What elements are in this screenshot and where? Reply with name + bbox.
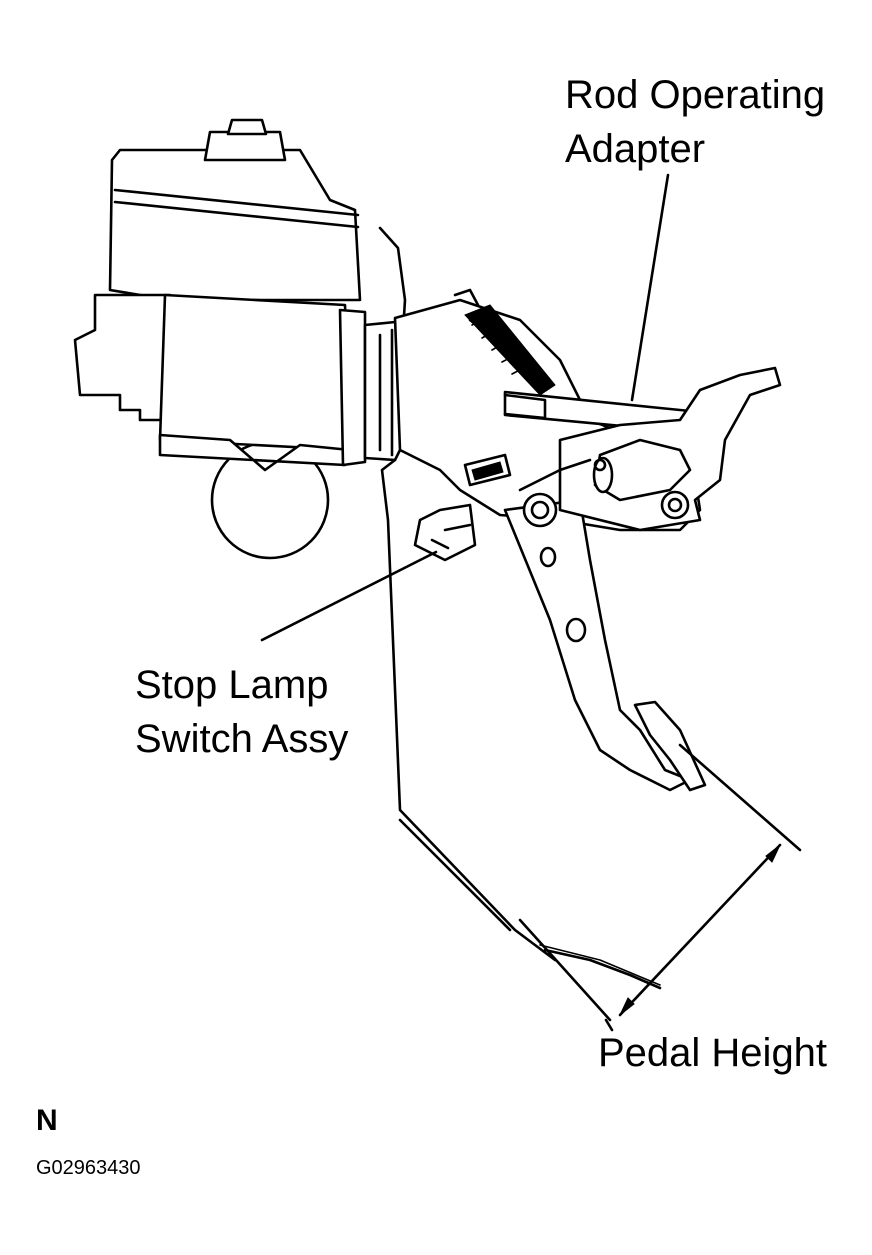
master-cylinder (73, 118, 367, 472)
brake-pedal-arm (503, 498, 707, 792)
footer-code-letter: N (36, 1104, 58, 1137)
pedal-height-dimension (518, 743, 802, 1022)
firewall-panel (378, 226, 662, 990)
label-rod-operating-line1: Rod Operating (565, 73, 825, 117)
return-spring (464, 304, 556, 396)
stop-lamp-switch-part (413, 453, 512, 562)
footer-figure-id: G02963430 (36, 1157, 141, 1179)
label-pedal-height: Pedal Height (598, 1031, 827, 1075)
leader-rod-operating-adapter (630, 173, 670, 402)
leader-stop-lamp-switch (260, 550, 438, 642)
label-stop-lamp-line2: Switch Assy (135, 717, 348, 761)
label-rod-operating-line2: Adapter (565, 127, 705, 171)
label-stop-lamp-line1: Stop Lamp (135, 663, 328, 707)
leader-pedal-height (604, 1018, 614, 1032)
pedal-upper-plate (518, 366, 782, 532)
